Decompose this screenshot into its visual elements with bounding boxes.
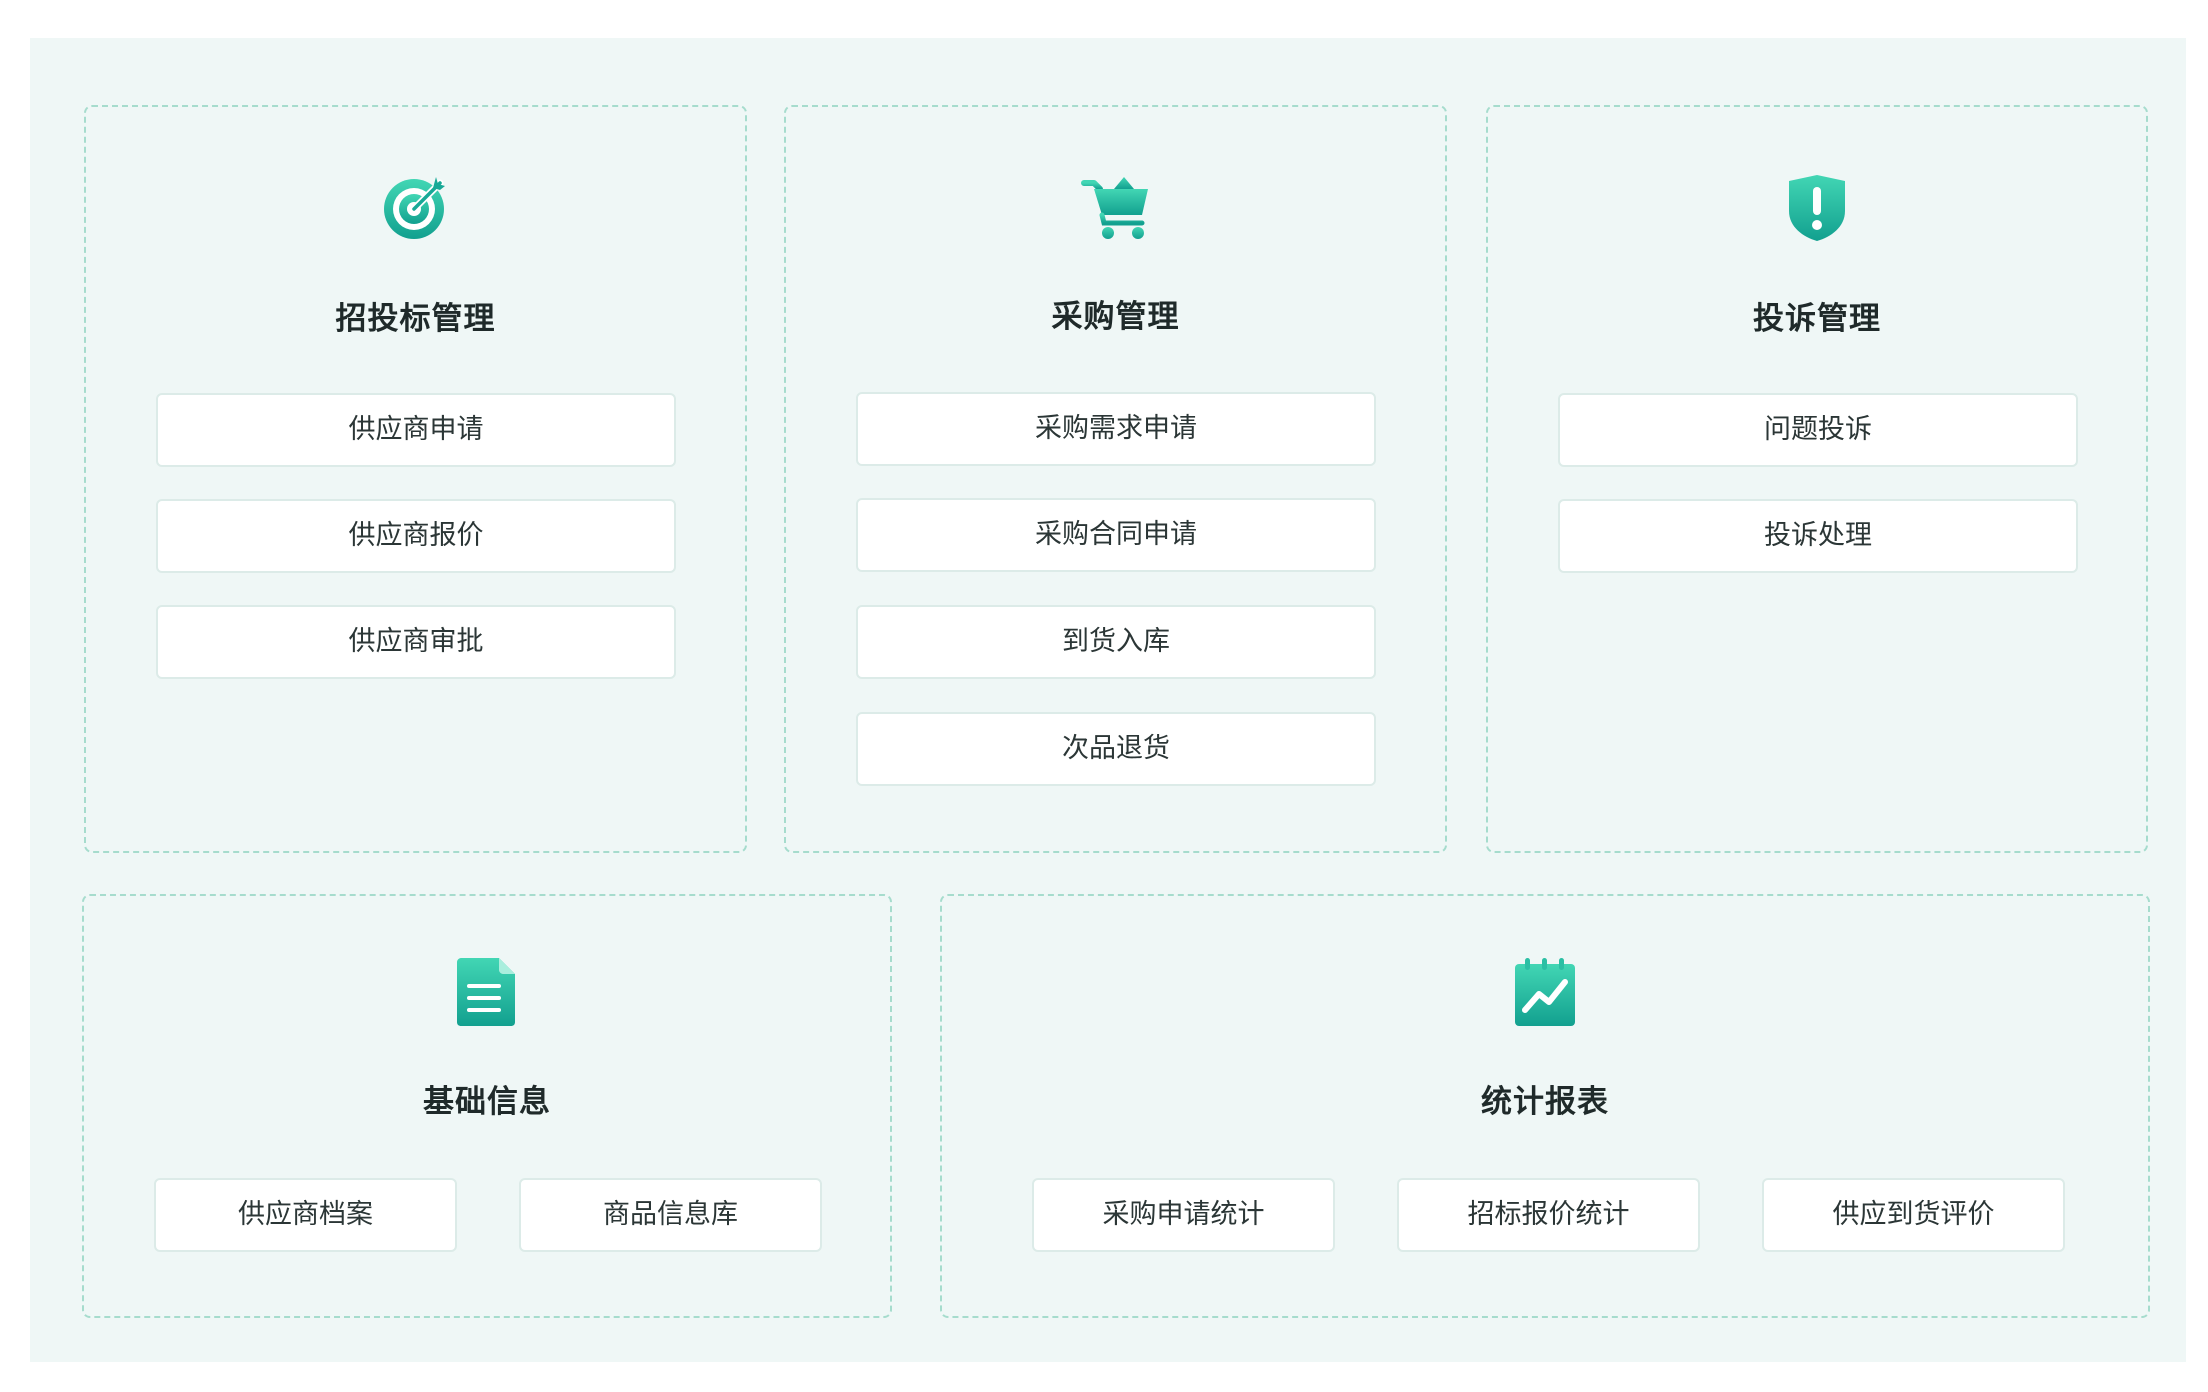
item-supplier-application[interactable]: 供应商申请 — [156, 393, 676, 467]
target-icon — [380, 171, 452, 243]
panel-title: 统计报表 — [1481, 1084, 1609, 1120]
item-supply-delivery-evaluation[interactable]: 供应到货评价 — [1762, 1178, 2065, 1252]
item-supplier-quotation[interactable]: 供应商报价 — [156, 499, 676, 573]
item-purchase-application-stats[interactable]: 采购申请统计 — [1032, 1178, 1335, 1252]
panel-bidding-management: 招投标管理 供应商申请 供应商报价 供应商审批 — [84, 105, 747, 853]
panel-basic-information: 基础信息 供应商档案 商品信息库 — [82, 894, 892, 1318]
panel-statistical-reports: 统计报表 采购申请统计 招标报价统计 供应到货评价 — [940, 894, 2150, 1318]
shopping-cart-icon — [1080, 171, 1152, 243]
item-purchase-demand-application[interactable]: 采购需求申请 — [856, 392, 1376, 466]
item-purchase-contract-application[interactable]: 采购合同申请 — [856, 498, 1376, 572]
panel-title: 招投标管理 — [335, 301, 496, 337]
panel-complaint-management: 投诉管理 问题投诉 投诉处理 — [1486, 105, 2148, 853]
panel-title: 投诉管理 — [1753, 301, 1881, 337]
shield-alert-icon — [1781, 171, 1853, 243]
diagram-canvas: 招投标管理 供应商申请 供应商报价 供应商审批 采购管理 采购需求申请 采购合同… — [30, 38, 2186, 1362]
item-issue-complaint[interactable]: 问题投诉 — [1558, 393, 2078, 467]
panel-title: 采购管理 — [1051, 299, 1180, 335]
report-chart-icon — [1509, 956, 1581, 1028]
item-complaint-handling[interactable]: 投诉处理 — [1558, 499, 2078, 573]
item-goods-receipt[interactable]: 到货入库 — [856, 605, 1376, 679]
item-defective-return[interactable]: 次品退货 — [856, 712, 1376, 786]
panel-title: 基础信息 — [423, 1084, 551, 1120]
item-bid-quotation-stats[interactable]: 招标报价统计 — [1397, 1178, 1700, 1252]
item-supplier-approval[interactable]: 供应商审批 — [156, 605, 676, 679]
document-icon — [451, 956, 523, 1028]
panel-procurement-management: 采购管理 采购需求申请 采购合同申请 到货入库 次品退货 — [784, 105, 1447, 853]
item-supplier-archive[interactable]: 供应商档案 — [154, 1178, 457, 1252]
item-product-info-library[interactable]: 商品信息库 — [519, 1178, 822, 1252]
